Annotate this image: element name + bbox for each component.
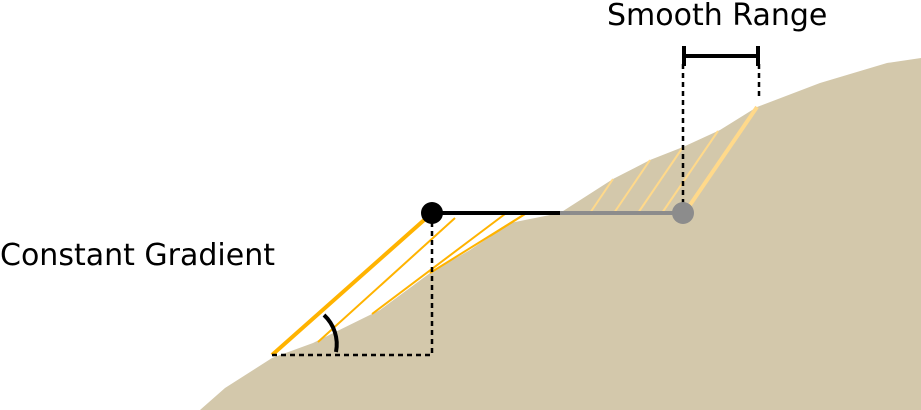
smooth-range-label: Smooth Range bbox=[607, 0, 828, 33]
smooth-range-dashes bbox=[681, 64, 761, 205]
constant-gradient-line bbox=[270, 211, 434, 357]
angle-arc bbox=[322, 313, 339, 353]
terrain bbox=[200, 58, 921, 410]
gradient-hatch bbox=[317, 213, 526, 343]
constant-gradient-label: Constant Gradient bbox=[0, 238, 275, 273]
smooth-range-bracket bbox=[682, 46, 760, 66]
end-point bbox=[672, 202, 694, 224]
smooth-hatch bbox=[589, 130, 719, 214]
start-point bbox=[421, 202, 443, 224]
gradient-triangle-dashes bbox=[272, 222, 434, 357]
smooth-range-curve bbox=[688, 105, 759, 207]
